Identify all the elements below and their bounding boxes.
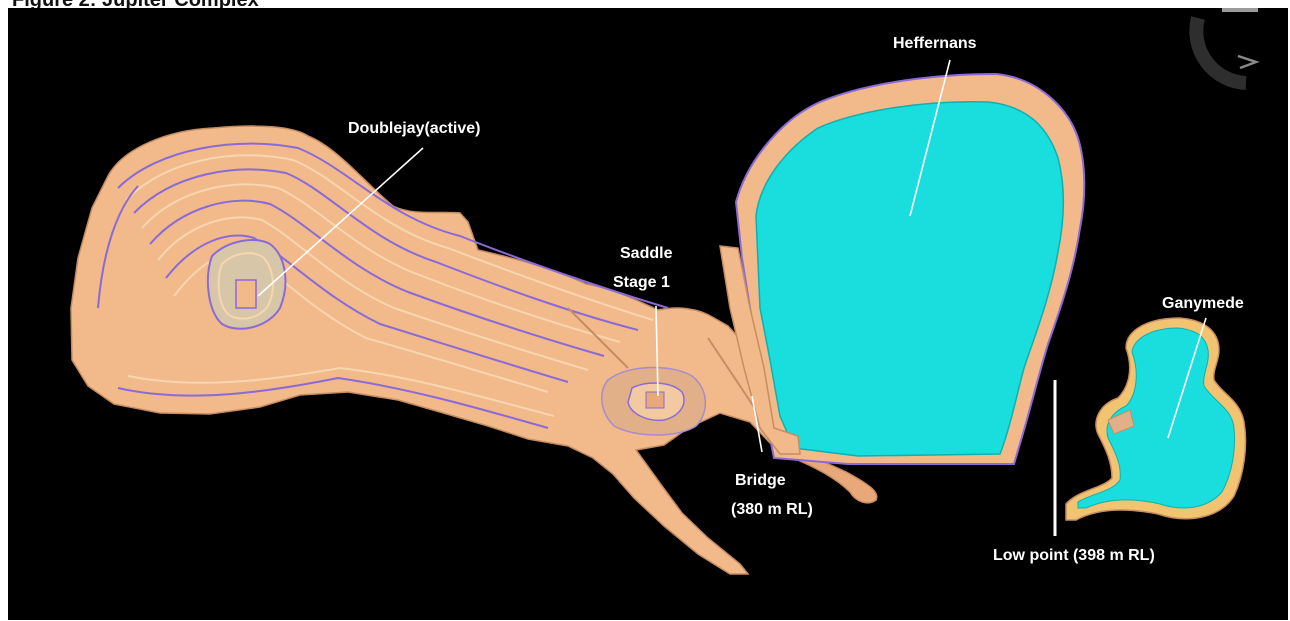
label-saddle-line1: Saddle — [620, 245, 673, 262]
pit-map: Doublejay(active) Saddle Stage 1 Heffern… — [8, 8, 1288, 620]
pit-map-svg: Doublejay(active) Saddle Stage 1 Heffern… — [8, 8, 1288, 620]
label-saddle-line2: Stage 1 — [613, 274, 670, 291]
label-ganymede: Ganymede — [1162, 295, 1244, 312]
label-bridge-line1: Bridge — [735, 472, 786, 489]
label-bridge-line2: (380 m RL) — [731, 501, 813, 518]
label-doublejay: Doublejay(active) — [348, 120, 480, 137]
label-low-point: Low point (398 m RL) — [993, 547, 1155, 564]
label-heffernans: Heffernans — [893, 35, 977, 52]
